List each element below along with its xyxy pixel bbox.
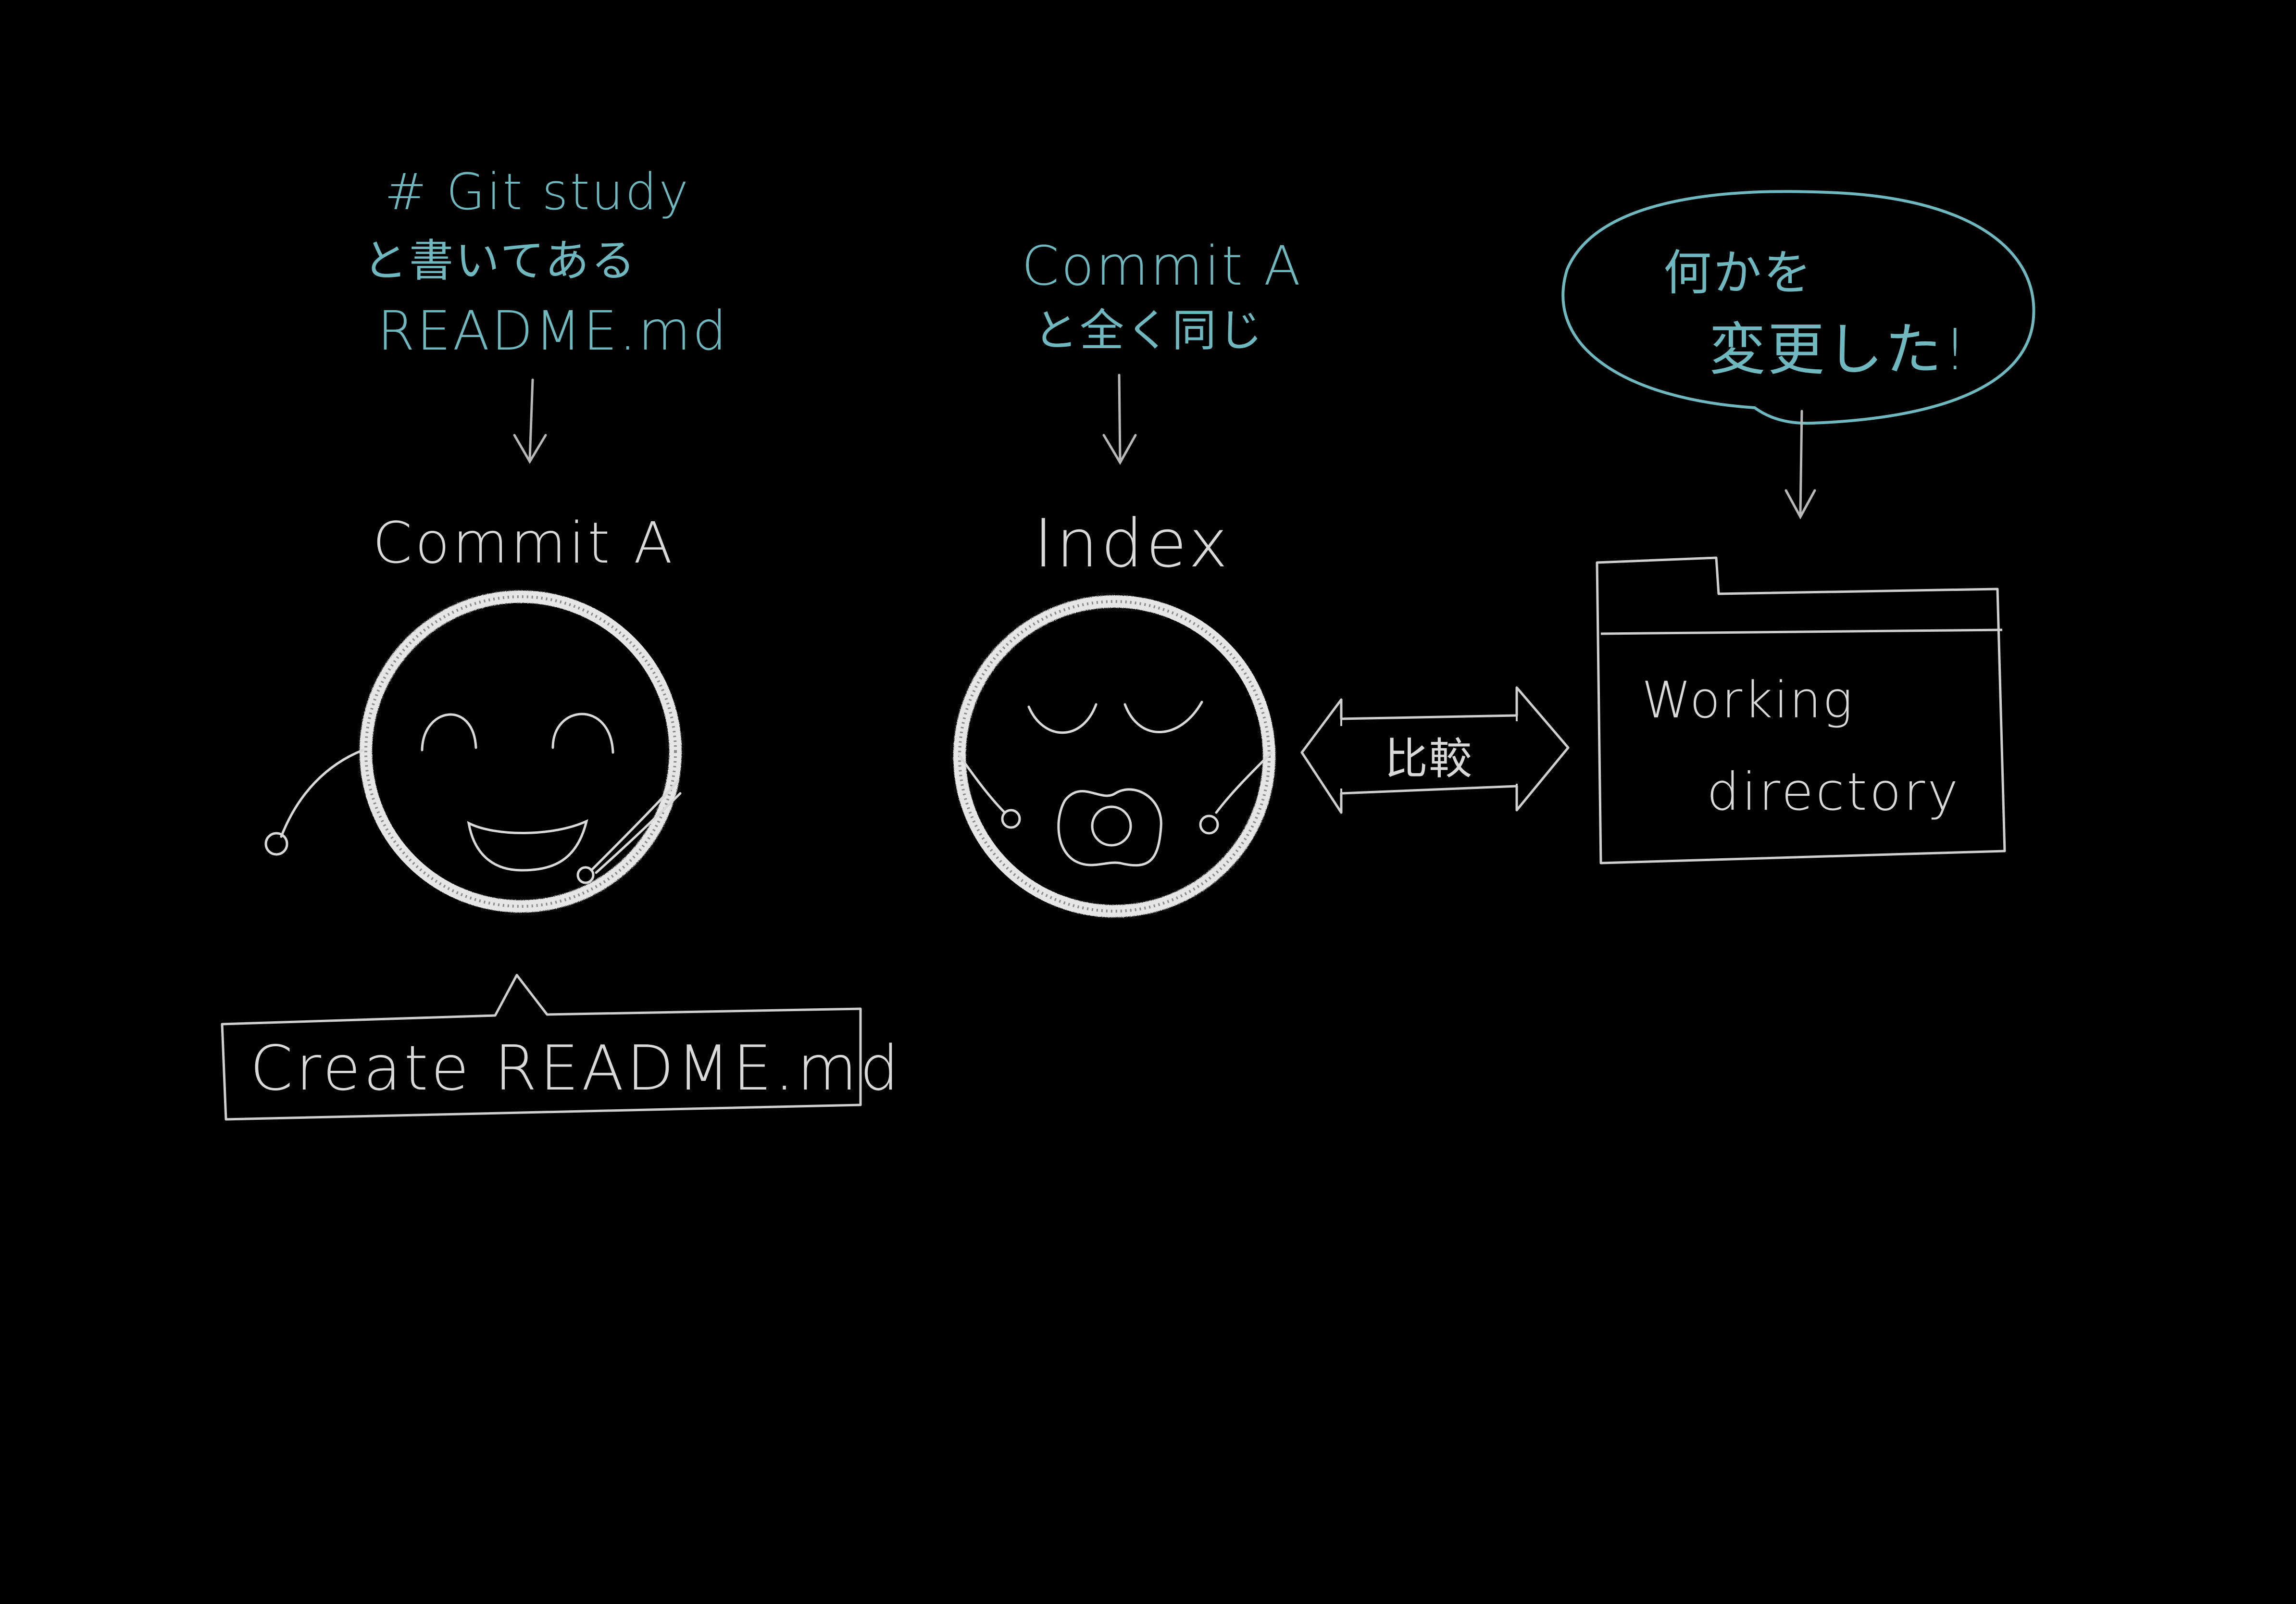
change-bubble-line2: 変更した! bbox=[1709, 316, 1969, 383]
commit-a-group bbox=[221, 378, 862, 1121]
commit-a-note: # Git study bbox=[385, 163, 690, 221]
index-note-line1: Commit A bbox=[1022, 235, 1303, 298]
change-bubble-line1: 何かを bbox=[1663, 245, 1813, 301]
change-bubble-line1-box: 何かを bbox=[1663, 245, 1813, 301]
commit-a-message: Create README.md bbox=[250, 1033, 902, 1104]
working-directory-group bbox=[1561, 190, 2035, 865]
compare-label: 比較 bbox=[1385, 734, 1473, 784]
index-note-line1-box: Commit A bbox=[1022, 236, 1302, 298]
working-directory-arrow bbox=[1784, 410, 1816, 520]
commit-a-title: Commit A bbox=[373, 510, 675, 576]
working-directory-label-line1: Working bbox=[1642, 671, 1854, 729]
commit-a-note-arrow bbox=[513, 378, 547, 464]
commit-a-note-line1: # Git study bbox=[385, 163, 690, 221]
index-face bbox=[953, 595, 1275, 917]
compare-double-arrow bbox=[1300, 686, 1570, 814]
index-note-line2: と全く同じ bbox=[1034, 305, 1265, 356]
index-title: Index bbox=[1034, 505, 1231, 582]
index-note-arrow bbox=[1102, 374, 1137, 465]
commit-a-face bbox=[264, 590, 682, 913]
index-group bbox=[953, 374, 1275, 917]
commit-a-message-box bbox=[221, 974, 862, 1121]
change-speech-bubble bbox=[1561, 190, 2035, 425]
commit-a-note-line2-box: と書いてある bbox=[363, 236, 637, 287]
index-note-line2-box: と全く同じ bbox=[1034, 305, 1264, 356]
commit-a-note-line3: README.md bbox=[377, 300, 729, 363]
working-directory-label-line2: directory bbox=[1707, 762, 1961, 822]
commit-a-note-line2: と書いてある bbox=[363, 235, 637, 287]
change-bubble-line2-box: 変更した! bbox=[1709, 317, 1968, 383]
folder-icon bbox=[1596, 556, 2006, 865]
commit-a-note-line3-box: README.md bbox=[377, 301, 729, 363]
